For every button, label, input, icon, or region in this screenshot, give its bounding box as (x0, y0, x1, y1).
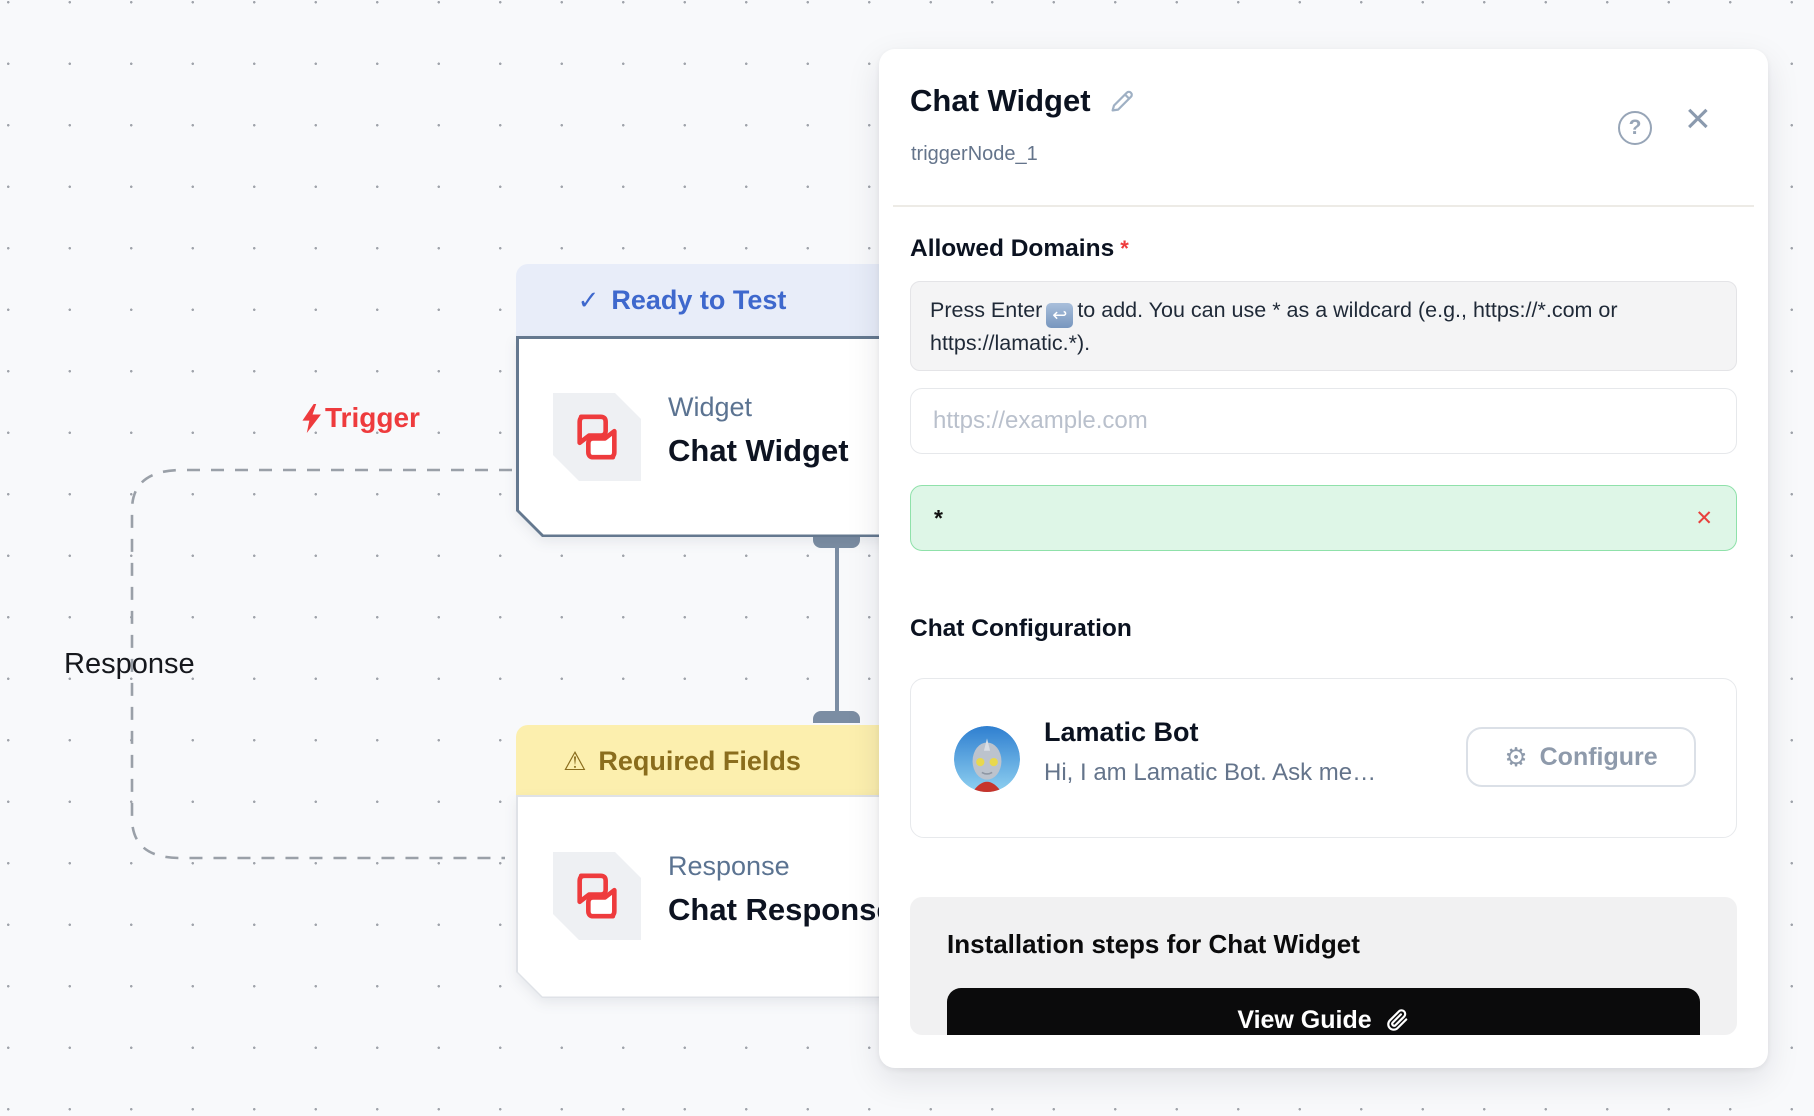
response-node-type: Response (668, 851, 790, 881)
domain-chip: * ✕ (910, 485, 1737, 551)
chat-configuration-label: Chat Configuration (910, 615, 1132, 642)
allowed-domains-hint: Press Enter↩to add. You can use * as a w… (910, 281, 1737, 371)
lightning-icon (302, 403, 321, 433)
paperclip-icon (1386, 1009, 1407, 1031)
node-id-label: triggerNode_1 (911, 143, 1038, 165)
edit-pencil-icon[interactable] (1107, 86, 1137, 116)
installation-title: Installation steps for Chat Widget (947, 929, 1360, 959)
ready-to-test-badge-label: Ready to Test (611, 284, 787, 315)
trigger-edge-label-text: Trigger (325, 402, 420, 433)
response-node[interactable]: Response Chat Response (516, 795, 936, 998)
bot-avatar (954, 726, 1020, 792)
chat-response-icon-tile (553, 852, 641, 940)
view-guide-button[interactable]: View Guide (947, 988, 1700, 1035)
help-icon: ? (1628, 116, 1642, 139)
ready-to-test-badge: ✓ Ready to Test (516, 264, 936, 336)
robot-avatar-icon (954, 726, 1020, 792)
configure-button[interactable]: ⚙ Configure (1466, 727, 1696, 787)
chat-bubbles-icon (571, 870, 623, 922)
widget-node-type: Widget (668, 392, 753, 422)
widget-node[interactable]: Widget Chat Widget (516, 336, 936, 537)
close-icon: × (1685, 94, 1711, 143)
node-config-panel: Chat Widget triggerNode_1 ? × Allowed Do… (879, 49, 1768, 1068)
close-button[interactable]: × (1685, 97, 1711, 141)
response-node-input-handle[interactable] (813, 711, 860, 723)
bot-name: Lamatic Bot (1044, 717, 1199, 747)
widget-node-title: Chat Widget (668, 433, 849, 468)
required-marker: * (1120, 236, 1129, 261)
warning-icon: ⚠ (563, 745, 587, 776)
header-divider (893, 205, 1754, 207)
chat-widget-icon-tile (553, 393, 641, 481)
enter-key-icon: ↩ (1046, 303, 1074, 328)
help-button[interactable]: ? (1618, 111, 1652, 145)
chat-bubbles-icon (571, 411, 623, 463)
node-connector-line (835, 540, 839, 716)
required-fields-badge: ⚠ Required Fields (516, 725, 936, 797)
required-fields-badge-label: Required Fields (598, 745, 801, 776)
panel-title: Chat Widget (910, 83, 1091, 118)
view-guide-label: View Guide (1237, 1005, 1372, 1034)
bot-card: Lamatic Bot Hi, I am Lamatic Bot. Ask me… (910, 678, 1737, 838)
domain-input[interactable] (910, 388, 1737, 454)
domain-chip-value: * (934, 504, 943, 531)
installation-section: Installation steps for Chat Widget View … (910, 897, 1737, 1035)
remove-domain-icon[interactable]: ✕ (1695, 506, 1713, 530)
bot-subtitle: Hi, I am Lamatic Bot. Ask me… (1044, 759, 1377, 786)
configure-button-label: Configure (1539, 742, 1658, 771)
allowed-domains-label: Allowed Domains* (910, 235, 1129, 262)
check-icon: ✓ (577, 284, 600, 315)
trigger-edge-label: Trigger (300, 402, 420, 434)
gear-icon: ⚙ (1504, 742, 1528, 772)
response-node-title: Chat Response (668, 892, 894, 927)
response-edge-label: Response (64, 648, 195, 680)
